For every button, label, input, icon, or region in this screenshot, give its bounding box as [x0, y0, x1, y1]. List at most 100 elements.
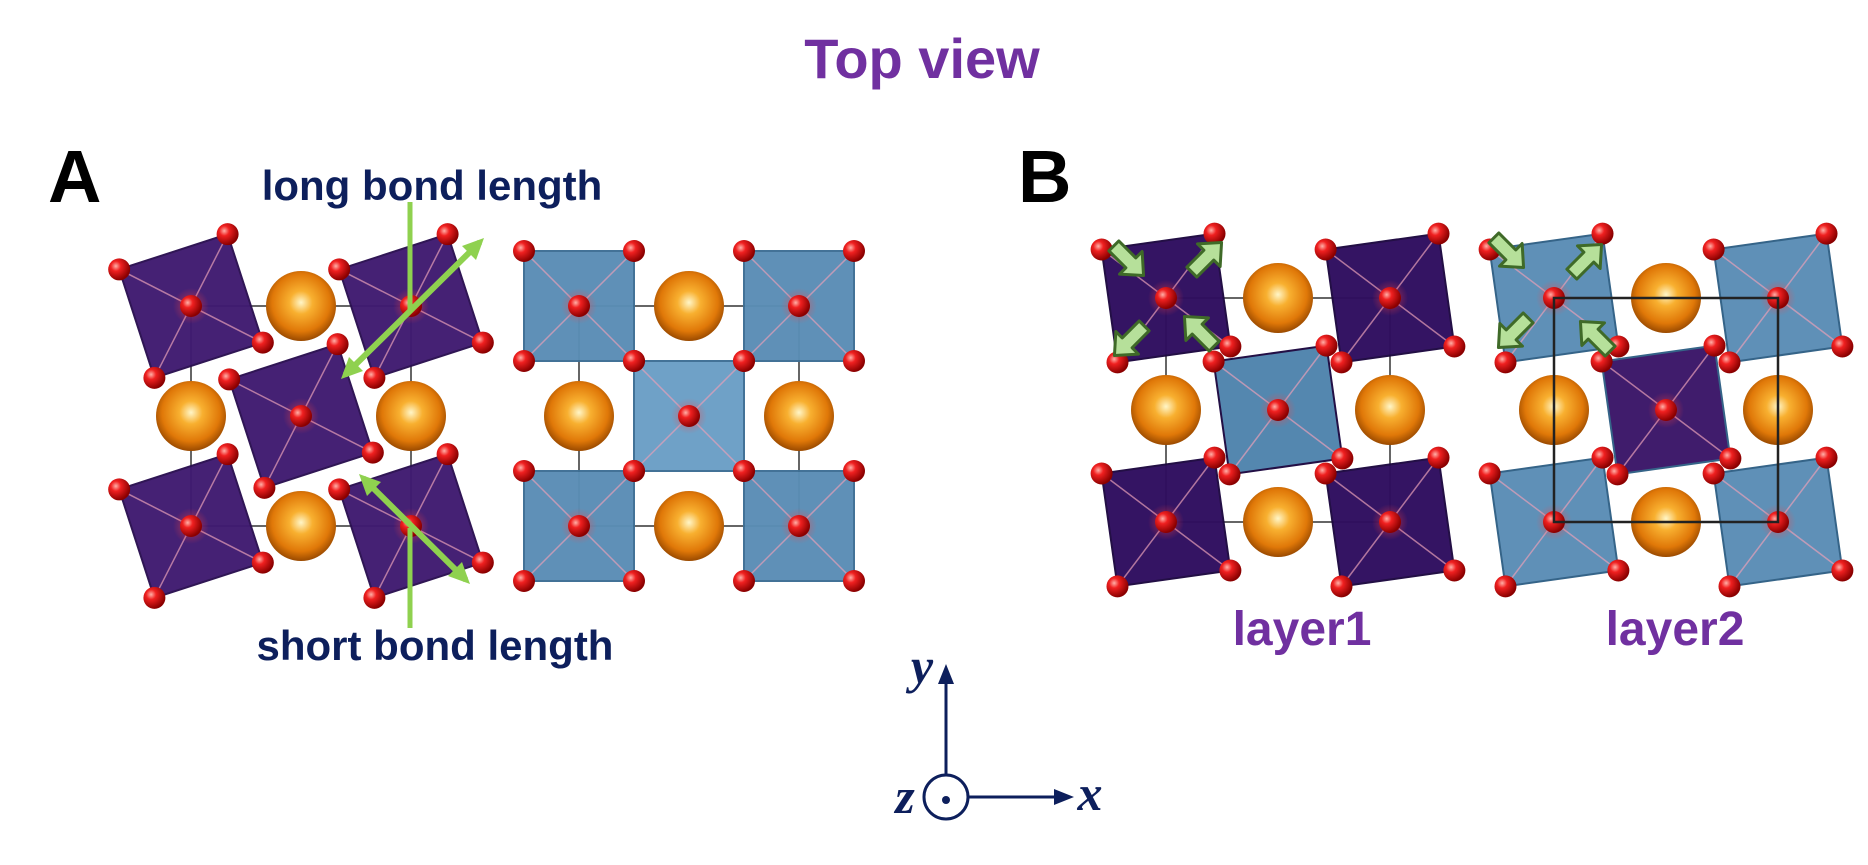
oxygen-atom — [1703, 334, 1726, 357]
oxygen-atom — [363, 366, 386, 389]
z-axis-dot — [942, 796, 950, 804]
oxygen-atom — [623, 240, 645, 262]
panel-a-distorted-lattice — [108, 223, 494, 609]
long-bond-arrowhead-up — [462, 238, 484, 260]
cation-atom — [764, 381, 834, 451]
oxygen-atom — [1702, 462, 1725, 485]
oxygen-atom — [471, 331, 494, 354]
cation-atom — [654, 491, 724, 561]
oxygen-atom — [1494, 351, 1517, 374]
oxygen-atom — [1090, 462, 1113, 485]
oxygen-atom — [1606, 463, 1629, 486]
cation-atom — [1243, 263, 1313, 333]
oxygen-atom — [1330, 575, 1353, 598]
x-axis-label: x — [1077, 765, 1103, 821]
oxygen-atom — [436, 223, 459, 246]
oxygen-atom — [1702, 238, 1725, 261]
oxygen-atom — [1331, 447, 1354, 470]
oxygen-atom — [1314, 238, 1337, 261]
oxygen-atom — [1155, 287, 1177, 309]
oxygen-atom — [361, 441, 384, 464]
oxygen-atom — [253, 476, 276, 499]
panel-b-displacement-arrows — [1107, 231, 1617, 358]
oxygen-atom — [251, 331, 274, 354]
oxygen-atom — [843, 460, 865, 482]
oxygen-atom — [788, 295, 810, 317]
panel-a-annotations: long bond length short bond length — [257, 162, 614, 669]
cation-atom — [544, 381, 614, 451]
displacement-arrow-icon — [1107, 239, 1146, 278]
oxygen-atom — [1315, 334, 1338, 357]
z-axis-label: z — [893, 768, 915, 824]
oxygen-atom — [143, 586, 166, 609]
oxygen-atom — [218, 368, 241, 391]
short-bond-arrowhead-down — [448, 562, 470, 584]
long-bond-arrowhead-down — [341, 357, 363, 379]
oxygen-atom — [180, 295, 202, 317]
panel-b-letter: B — [1018, 135, 1071, 218]
oxygen-atom — [733, 570, 755, 592]
oxygen-atom — [843, 240, 865, 262]
oxygen-atom — [1106, 575, 1129, 598]
oxygen-atom — [1155, 511, 1177, 533]
y-axis-label: y — [906, 638, 934, 694]
cation-atom — [156, 381, 226, 451]
oxygen-atom — [513, 460, 535, 482]
oxygen-atom — [290, 405, 312, 427]
oxygen-atom — [1267, 399, 1289, 421]
displacement-arrow-icon — [1185, 240, 1224, 279]
oxygen-atom — [216, 443, 239, 466]
displacement-arrow-icon — [1565, 242, 1604, 281]
oxygen-atom — [733, 240, 755, 262]
oxygen-atom — [326, 333, 349, 356]
cation-atom — [1355, 375, 1425, 445]
oxygen-atom — [1203, 222, 1226, 245]
short-bond-arrow — [360, 475, 469, 583]
oxygen-atom — [568, 295, 590, 317]
short-bond-arrowhead-up — [359, 474, 381, 496]
oxygen-atom — [513, 240, 535, 262]
oxygen-atom — [568, 515, 590, 537]
oxygen-atom — [513, 350, 535, 372]
oxygen-atom — [1478, 462, 1501, 485]
oxygen-atom — [1090, 238, 1113, 261]
oxygen-atom — [1607, 335, 1630, 358]
displacement-arrow-icon — [1112, 319, 1151, 358]
oxygen-atom — [1607, 559, 1630, 582]
oxygen-atom — [788, 515, 810, 537]
oxygen-atom — [1202, 350, 1225, 373]
panel-b-layer1-lattice — [1090, 222, 1466, 598]
oxygen-atom — [1718, 351, 1741, 374]
oxygen-atom — [1719, 447, 1742, 470]
panel-a-undistorted-lattice — [513, 240, 865, 592]
oxygen-atom — [1443, 559, 1466, 582]
oxygen-atom — [108, 258, 131, 281]
unit-cell-box — [1552, 296, 1780, 524]
displacement-arrow-icon — [1496, 311, 1535, 350]
figure-title: Top view — [804, 27, 1040, 90]
oxygen-atom — [180, 515, 202, 537]
panel-a-letter: A — [48, 135, 101, 218]
cation-atom — [266, 271, 336, 341]
oxygen-atom — [843, 350, 865, 372]
long-bond-arrow — [342, 239, 483, 378]
oxygen-atom — [216, 223, 239, 246]
oxygen-atom — [1203, 446, 1226, 469]
long-bond-label: long bond length — [262, 162, 603, 209]
layer2-label: layer2 — [1606, 603, 1745, 656]
oxygen-atom — [251, 551, 274, 574]
oxygen-atom — [623, 570, 645, 592]
displacement-arrow-icon — [1182, 314, 1221, 353]
oxygen-atom — [678, 405, 700, 427]
oxygen-atom — [1379, 511, 1401, 533]
layer1-label: layer1 — [1233, 603, 1372, 656]
oxygen-atom — [1106, 351, 1129, 374]
oxygen-atom — [1427, 446, 1450, 469]
displacement-arrow-icon — [1578, 319, 1617, 358]
oxygen-atom — [1718, 575, 1741, 598]
panel-b-layer2-lattice — [1478, 222, 1854, 598]
oxygen-atom — [1427, 222, 1450, 245]
oxygen-atom — [1591, 446, 1614, 469]
oxygen-atom — [1443, 335, 1466, 358]
